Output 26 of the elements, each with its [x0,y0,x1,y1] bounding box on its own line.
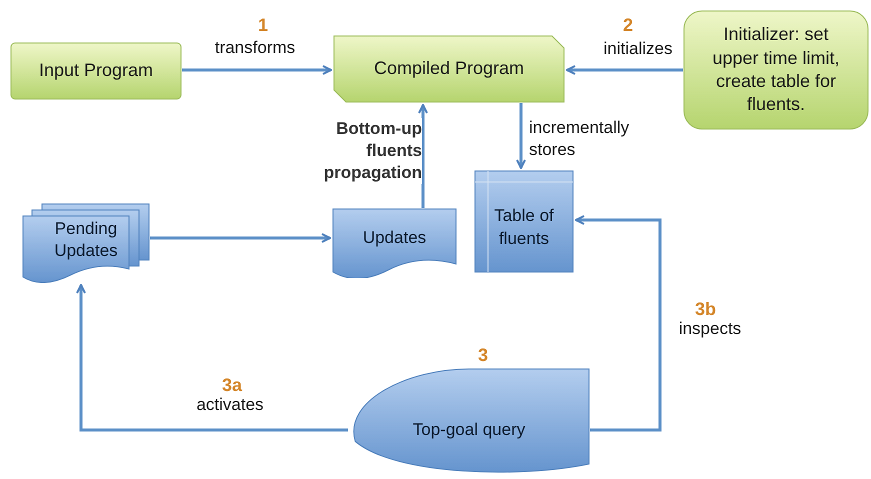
arrow [182,65,332,75]
process-box [683,10,869,130]
node-label: Top-goal query [412,418,526,441]
node-label: Initializer: set upper time limit, create table for fluents. [711,23,841,116]
edge-label: Bottom-up fluents propagation [322,118,422,184]
node-label: Input Program [38,59,154,82]
node-label: Updates [362,226,426,249]
arrow [575,215,662,432]
step-number: 3 [478,344,488,367]
process-box [333,35,565,103]
step-number: 1 [258,14,268,37]
step-number: 3b [695,298,716,321]
table-box [474,170,574,273]
document-shape [332,208,457,278]
arrow [418,104,428,208]
node-label: Pending Updates [53,218,119,262]
arrow [150,233,331,243]
node-label: Compiled Program [374,57,524,80]
process-box [10,42,182,100]
step-number: 3a [222,374,242,397]
document-stack [22,203,150,283]
arrow [566,65,683,75]
arrow [516,103,526,169]
step-number: 2 [623,14,634,37]
arrow [76,284,348,432]
node-label: Table of fluents [494,205,554,250]
